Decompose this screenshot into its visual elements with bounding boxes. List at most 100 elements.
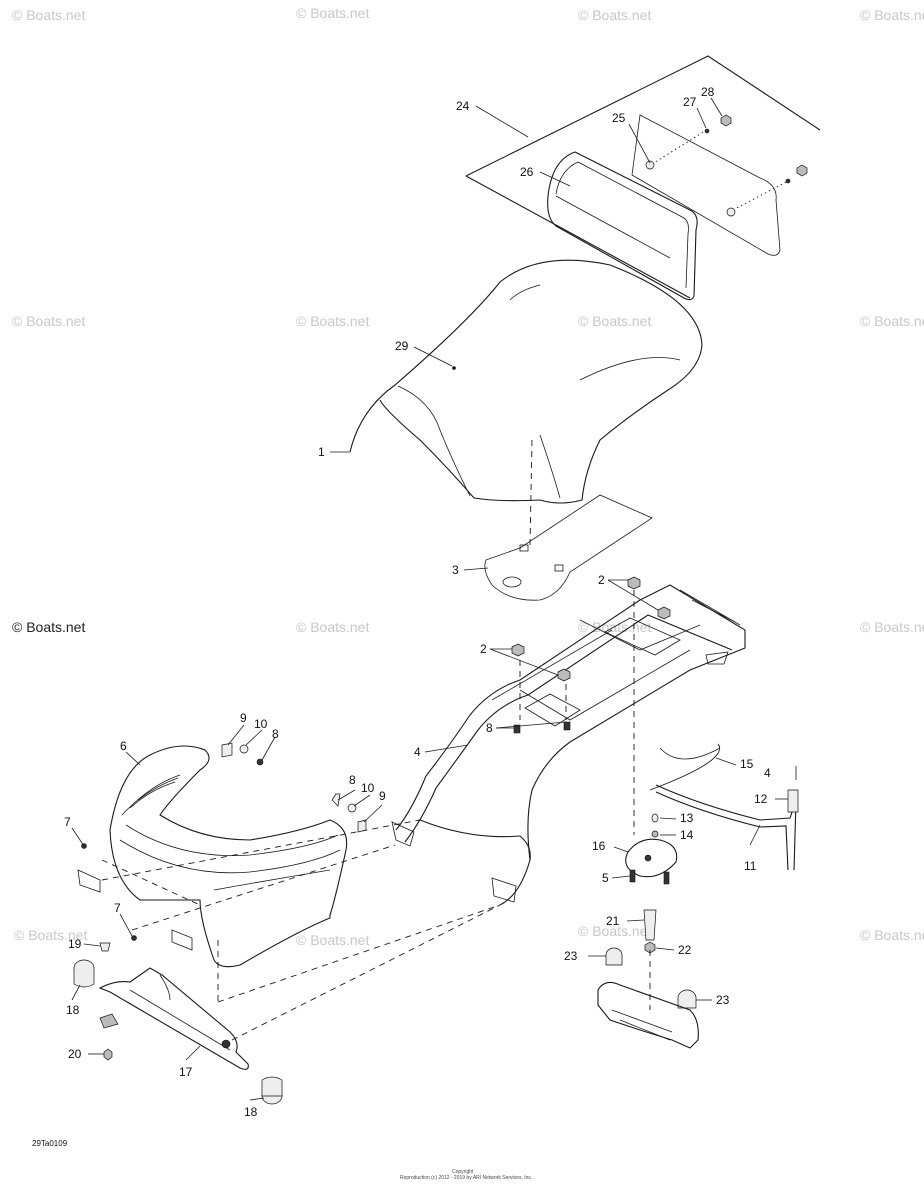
leader-lines: [71, 97, 788, 1101]
watermark: © Boats.net: [578, 313, 651, 329]
callout-4b: 4: [764, 766, 771, 780]
clip-2d: [557, 668, 571, 682]
callout-15: 15: [740, 757, 754, 771]
callout-27: 27: [683, 95, 697, 109]
callout-18b: 18: [244, 1105, 258, 1119]
front-panel-group: [77, 742, 367, 968]
screw-5: [629, 869, 636, 883]
callout-10b: 10: [361, 781, 375, 795]
watermark: © Boats.net: [860, 927, 924, 943]
front-panel: [109, 745, 348, 968]
callout-13: 13: [680, 811, 694, 825]
clip-2c: [511, 643, 525, 657]
watermark: © Boats.net: [860, 7, 924, 23]
watermark: © Boats.net: [14, 927, 87, 943]
seat-frame-group: [101, 576, 746, 1041]
frame-rail: [425, 584, 746, 906]
washer-27: [704, 128, 710, 134]
screw-19: [99, 942, 111, 952]
watermark-row-mid: © Boats.net © Boats.net © Boats.net © Bo…: [12, 313, 924, 329]
callout-8a: 8: [486, 721, 493, 735]
callout-2b: 2: [480, 642, 487, 656]
rod-11: [655, 784, 797, 871]
callout-11: 11: [744, 859, 757, 873]
washer-10: [239, 744, 249, 754]
clip-2b: [657, 606, 671, 620]
callout-1: 1: [318, 445, 325, 459]
callout-2a: 2: [598, 573, 605, 587]
screw-8: [256, 758, 264, 766]
front-bracket-group: [73, 942, 283, 1105]
watermark-row-bottom: © Boats.net © Boats.net © Boats.net © Bo…: [14, 923, 924, 948]
callout-23a: 23: [564, 949, 578, 963]
watermark: © Boats.net: [296, 313, 369, 329]
callout-4a: 4: [414, 745, 421, 759]
clip-2a: [627, 576, 641, 590]
watermark: © Boats.net: [860, 313, 924, 329]
watermark: © Boats.net: [296, 932, 369, 948]
screw-8c: [331, 793, 341, 807]
callout-17: 17: [179, 1065, 193, 1079]
watermark-dark: © Boats.net: [12, 619, 85, 635]
screw-5b: [663, 871, 670, 885]
watermark-row-lower: © Boats.net © Boats.net © Boats.net © Bo…: [12, 619, 924, 635]
sleeve-12: [787, 789, 799, 813]
screw-8: [513, 724, 521, 734]
callout-10a: 10: [254, 717, 268, 731]
callout-19: 19: [68, 937, 82, 951]
screw-25b: [726, 207, 736, 217]
callout-20: 20: [68, 1047, 82, 1061]
callout-14: 14: [680, 828, 694, 842]
callout-22: 22: [678, 943, 692, 957]
cover-plate: [631, 114, 781, 256]
rear-bracket: [597, 981, 699, 1049]
washer-27b: [785, 178, 791, 184]
nut-22: [644, 941, 656, 954]
watermark: © Boats.net: [296, 619, 369, 635]
watermark: © Boats.net: [578, 7, 651, 23]
callout-3: 3: [452, 563, 459, 577]
callout-26: 26: [520, 165, 534, 179]
callout-24: 24: [456, 99, 470, 113]
nut-28: [720, 114, 732, 127]
seat-cover: [349, 259, 703, 504]
watermark-row-top: © Boats.net © Boats.net © Boats.net © Bo…: [12, 5, 924, 23]
callout-21: 21: [606, 914, 620, 928]
callout-6: 6: [120, 739, 127, 753]
screw-25: [645, 160, 655, 170]
callout-18a: 18: [66, 1003, 80, 1017]
seat-base: [484, 494, 653, 601]
drawing-code: 29Ta0109: [32, 1139, 68, 1148]
watermark: © Boats.net: [12, 313, 85, 329]
pin-21: [643, 909, 657, 941]
callout-7a: 7: [64, 815, 71, 829]
watermark: © Boats.net: [12, 7, 85, 23]
callout-8c: 8: [349, 773, 356, 787]
screw-8b: [563, 721, 571, 731]
callouts: 24 25 27 28 26 29 1 3 2 2 8 4 6 7 7 9 10…: [64, 85, 771, 1119]
footer-reproduction: Reproduction (c) 2012 - 2019 by ARI Netw…: [400, 1175, 532, 1181]
clip-9b: [357, 819, 367, 833]
callout-16: 16: [592, 839, 606, 853]
nut-20: [103, 1048, 113, 1061]
callout-23b: 23: [716, 993, 730, 1007]
callout-7b: 7: [114, 901, 121, 915]
front-bracket: [98, 967, 249, 1070]
clip-15: [659, 747, 721, 760]
callout-9a: 9: [240, 711, 247, 725]
callout-25: 25: [612, 111, 626, 125]
callout-12: 12: [754, 792, 768, 806]
watermark: © Boats.net: [578, 923, 651, 939]
callout-5: 5: [602, 871, 609, 885]
screw-7b: [131, 935, 137, 941]
right-hardware-group: [597, 743, 799, 1049]
callout-9b: 9: [379, 789, 386, 803]
clip-small: [99, 1013, 119, 1029]
callout-28: 28: [701, 85, 715, 99]
callout-29: 29: [395, 339, 409, 353]
callout-8b: 8: [272, 727, 279, 741]
clip-9: [221, 742, 233, 758]
storage-tray: [547, 151, 698, 301]
seat-group: [349, 259, 703, 546]
